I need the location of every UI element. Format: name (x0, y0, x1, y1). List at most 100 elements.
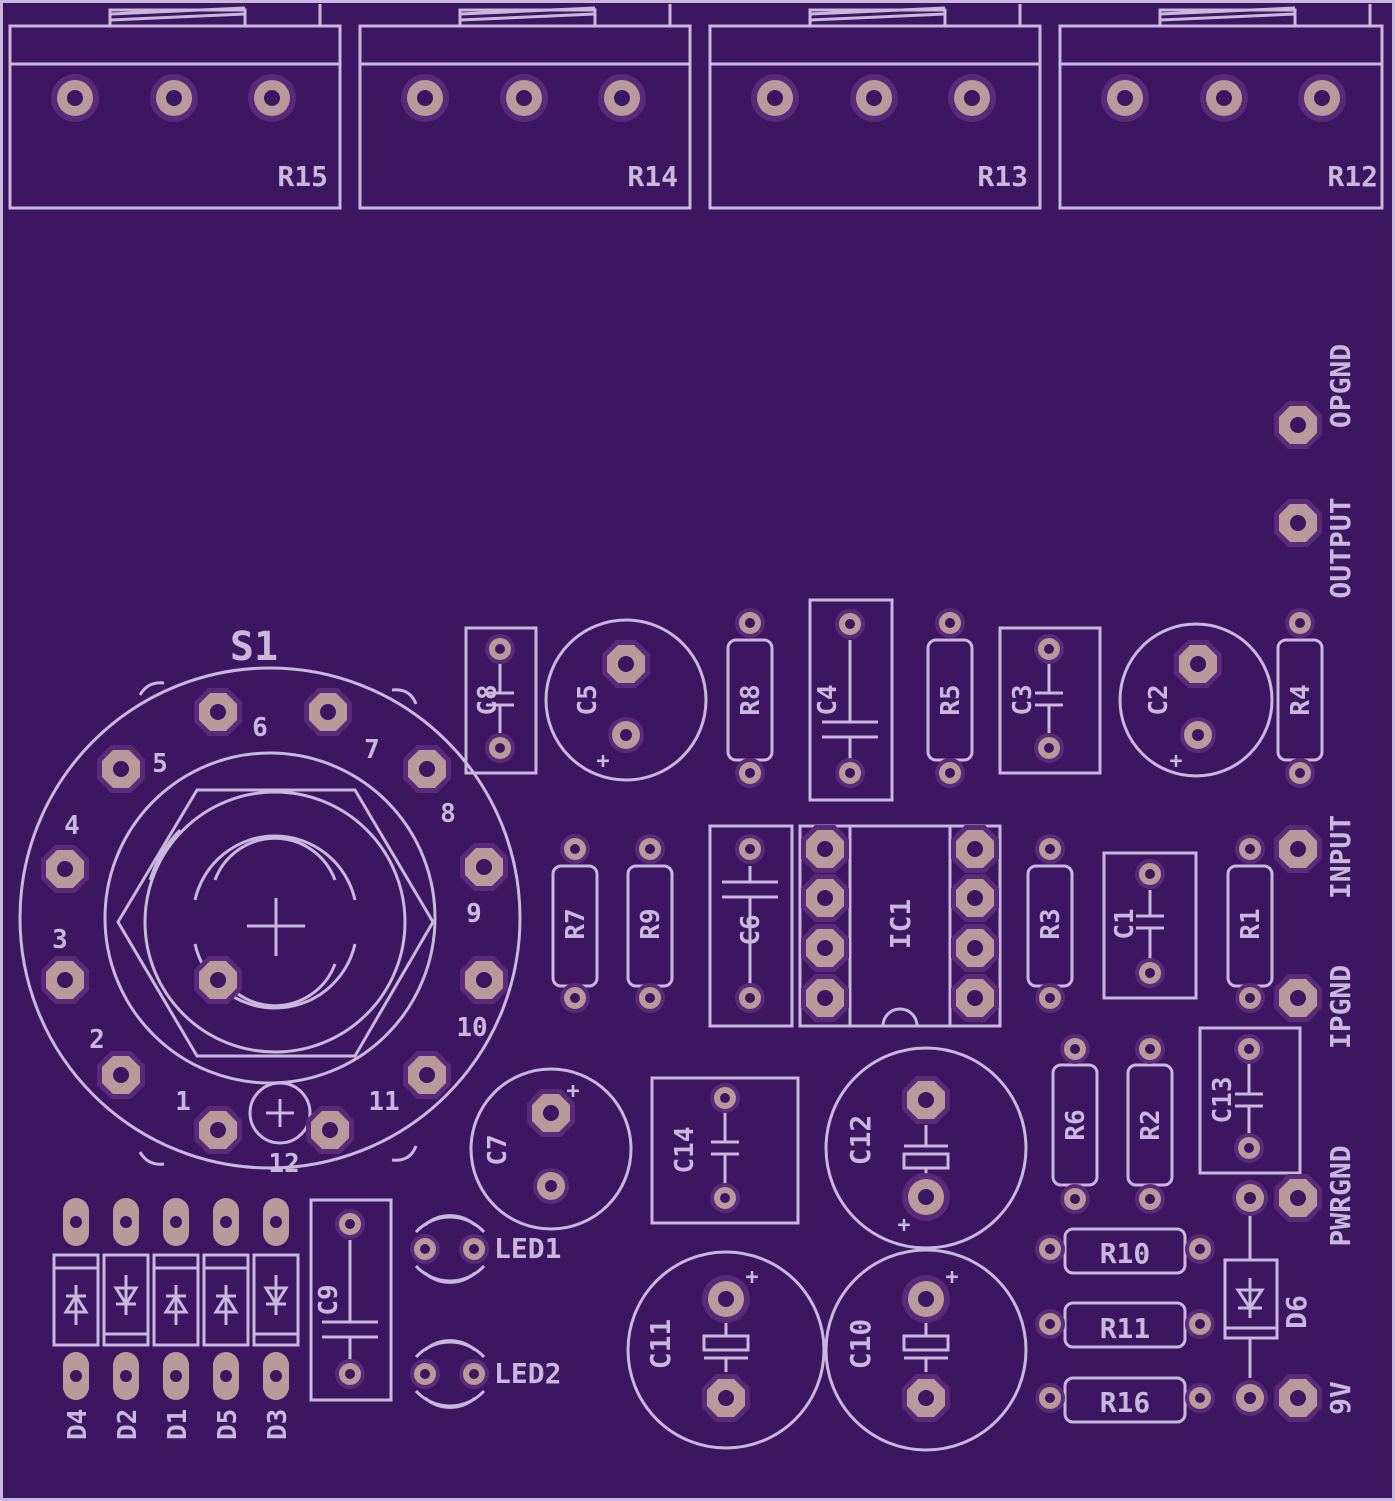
label-r3: R3 (1036, 908, 1066, 939)
capacitor-c4: C4 (808, 598, 894, 802)
label-c14: C14 (670, 1127, 700, 1174)
resistor-r4: R4 (1276, 608, 1324, 788)
led-led1: LED1 (410, 1214, 561, 1284)
label-r8: R8 (736, 684, 766, 715)
label-r10: R10 (1100, 1237, 1151, 1270)
diode-d1: D1 (152, 1198, 200, 1440)
polarity-c11: + (745, 1265, 758, 1290)
label-r6: R6 (1061, 1109, 1091, 1140)
potentiometer-r12: R12 (1058, 4, 1384, 210)
connector-9v[interactable]: 9V (1274, 1374, 1357, 1422)
connector-ipgnd[interactable]: IPGND (1274, 965, 1357, 1049)
label-c11: C11 (644, 1319, 677, 1370)
label-r4: R4 (1286, 684, 1316, 715)
capacitor-c3: C3 (998, 626, 1102, 775)
switch-pos-7: 7 (364, 735, 380, 765)
label-d4: D4 (63, 1409, 93, 1440)
diode-d3: D3 (252, 1198, 300, 1440)
label-r14: R14 (627, 160, 678, 193)
label-r15: R15 (277, 160, 328, 193)
resistor-r7: R7 (551, 834, 599, 1013)
led-led2: LED2 (410, 1339, 561, 1409)
connector-input[interactable]: INPUT (1274, 815, 1357, 899)
label-d2: D2 (113, 1409, 143, 1440)
electrolytic-capacitor-c2: + C2 (1118, 622, 1274, 778)
capacitor-c9: C9 (309, 1198, 393, 1402)
switch-pos-1: 1 (175, 1087, 191, 1117)
electrolytic-capacitor-c7: + C7 (469, 1067, 633, 1231)
label-r5: R5 (936, 684, 966, 715)
resistor-r3: R3 (1026, 834, 1074, 1013)
label-ic1: IC1 (884, 899, 917, 950)
label-ipgnd: IPGND (1324, 965, 1357, 1049)
capacitor-c6: C6 (708, 824, 794, 1028)
diode-d6: D6 (1223, 1180, 1313, 1416)
resistor-r16: R16 (1035, 1376, 1215, 1424)
label-c8: C8 (473, 684, 503, 715)
resistor-r8: R8 (726, 608, 774, 788)
label-r1: R1 (1236, 908, 1266, 939)
switch-pos-6: 6 (252, 713, 268, 743)
connector-opgnd[interactable]: OPGND (1274, 344, 1357, 449)
label-c1: C1 (1110, 908, 1140, 939)
ic-ic1: IC1 (798, 824, 1002, 1028)
switch-pos-4: 4 (64, 811, 80, 841)
label-c4: C4 (813, 684, 843, 715)
polarity-c10: + (945, 1265, 958, 1290)
electrolytic-capacitor-c11: + C11 (626, 1250, 826, 1450)
label-c9: C9 (314, 1284, 344, 1315)
capacitor-c8: C8 (464, 626, 538, 775)
label-led1: LED1 (494, 1232, 561, 1265)
label-input: INPUT (1324, 815, 1357, 899)
label-r9: R9 (636, 908, 666, 939)
label-d3: D3 (263, 1409, 293, 1440)
potentiometer-r13: R13 (708, 4, 1042, 210)
switch-pos-12: 12 (268, 1149, 299, 1179)
switch-pos-5: 5 (152, 749, 168, 779)
label-c3: C3 (1008, 684, 1038, 715)
label-s1: S1 (230, 624, 278, 670)
label-r11: R11 (1100, 1312, 1151, 1345)
switch-pos-10: 10 (456, 1013, 487, 1043)
potentiometer-r15: R15 (8, 4, 342, 210)
label-c2: C2 (1144, 684, 1174, 715)
label-r16: R16 (1100, 1386, 1151, 1419)
switch-pos-2: 2 (89, 1025, 105, 1055)
capacitor-c1: C1 (1102, 851, 1198, 1000)
switch-pos-3: 3 (52, 925, 68, 955)
resistor-r10: R10 (1035, 1227, 1215, 1275)
label-r7: R7 (561, 908, 591, 939)
switch-pos-9: 9 (466, 899, 482, 929)
resistor-r2: R2 (1126, 1034, 1174, 1214)
electrolytic-capacitor-c10: + C10 (824, 1248, 1028, 1452)
label-r13: R13 (977, 160, 1028, 193)
label-c5: C5 (573, 684, 603, 715)
label-r2: R2 (1136, 1109, 1166, 1140)
switch-pos-11: 11 (368, 1087, 399, 1117)
diode-d4: D4 (52, 1198, 100, 1440)
polarity-c12: + (897, 1213, 910, 1238)
resistor-r9: R9 (626, 834, 674, 1013)
label-d5: D5 (213, 1409, 243, 1440)
polarity-c5: + (596, 749, 609, 774)
polarity-c7: + (566, 1079, 579, 1104)
electrolytic-capacitor-c5: + C5 (544, 618, 708, 782)
connector-output[interactable]: OUTPUT (1274, 497, 1357, 599)
switch-pos-8: 8 (440, 799, 456, 829)
label-r12: R12 (1327, 160, 1378, 193)
label-9v: 9V (1324, 1381, 1357, 1415)
connector-pwrgnd[interactable]: PWRGND (1274, 1145, 1357, 1247)
resistor-r11: R11 (1035, 1301, 1215, 1349)
resistor-r5: R5 (926, 608, 974, 788)
electrolytic-capacitor-c12: + C12 (824, 1046, 1028, 1250)
label-opgnd: OPGND (1324, 344, 1357, 428)
label-output: OUTPUT (1324, 497, 1357, 598)
label-d6: D6 (1280, 1295, 1313, 1329)
label-c13: C13 (1208, 1077, 1238, 1124)
capacitor-c13: C13 (1198, 1026, 1302, 1175)
resistor-r1: R1 (1226, 834, 1274, 1013)
label-led2: LED2 (494, 1357, 561, 1390)
